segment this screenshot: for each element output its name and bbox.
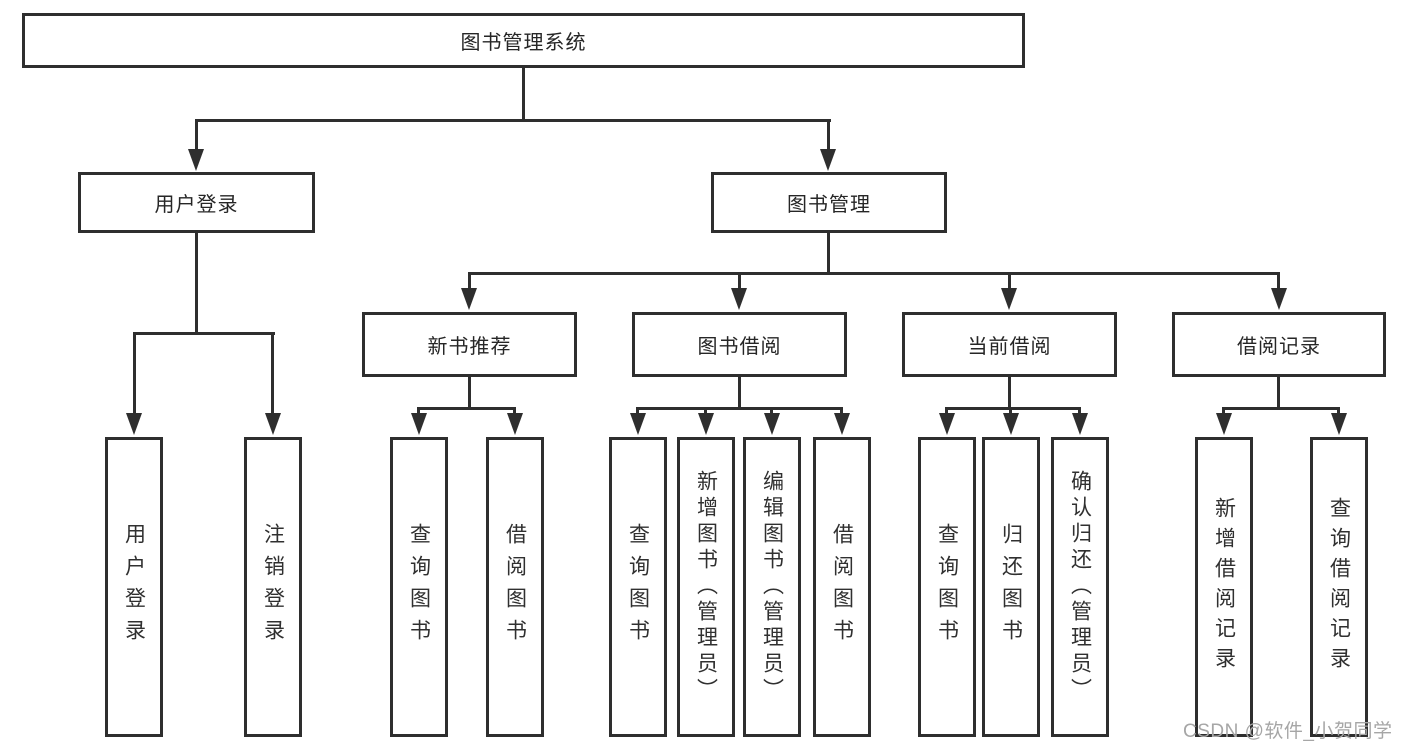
connector-to-book-mgmt (827, 119, 830, 152)
leaf-query-books: 查询图书 (609, 437, 667, 737)
connector-to-leaf (840, 407, 843, 416)
node-label: 新增图书（管理员） (694, 470, 718, 704)
connector-to-leaf (1222, 407, 1225, 416)
node-label: 图书管理 (787, 194, 871, 216)
connector-to-leaf (636, 407, 639, 416)
node-borrow-records: 借阅记录 (1172, 312, 1386, 377)
arrow-down-icon (1072, 413, 1088, 435)
connector-to-leaf (945, 407, 948, 416)
arrow-down-icon (698, 413, 714, 435)
connector-book-mgmt-stem (827, 233, 830, 275)
connector-root-stem (522, 68, 525, 122)
arrow-down-icon (1001, 288, 1017, 310)
arrow-down-icon (461, 288, 477, 310)
connector-borrow-records-stem (1277, 377, 1280, 410)
arrow-down-icon (731, 288, 747, 310)
connector-current-borrow-stem (1008, 377, 1011, 410)
arrow-down-icon (939, 413, 955, 435)
connector-to-leaf (704, 407, 707, 416)
node-label: 借阅记录 (1237, 336, 1321, 358)
node-label: 新增借阅记录 (1212, 497, 1236, 677)
arrow-down-icon (507, 413, 523, 435)
node-label: 图书管理系统 (460, 32, 587, 54)
connector-book-mgmt-distributor (468, 272, 1280, 275)
connector-current-borrow-distributor (945, 407, 1081, 410)
arrow-down-icon (1271, 288, 1287, 310)
node-label: 查询图书 (935, 523, 959, 651)
connector-to-leaf (271, 332, 274, 416)
connector-to-leaf (133, 332, 136, 416)
node-label: 查询图书 (626, 523, 650, 651)
arrow-down-icon (411, 413, 427, 435)
arrow-down-icon (265, 413, 281, 435)
connector-to-leaf (417, 407, 420, 416)
connector-to-leaf (1009, 407, 1012, 416)
node-label: 当前借阅 (967, 336, 1052, 358)
connector-book-borrow-stem (738, 377, 741, 410)
arrow-down-icon (1216, 413, 1232, 435)
leaf-add-borrow-record: 新增借阅记录 (1195, 437, 1253, 737)
connector-to-book-borrow (738, 272, 741, 291)
node-label: 编辑图书（管理员） (760, 470, 784, 704)
arrow-down-icon (1331, 413, 1347, 435)
node-label: 查询借阅记录 (1327, 497, 1351, 677)
connector-to-new-book (468, 272, 471, 291)
node-label: 用户登录 (122, 523, 146, 651)
leaf-query-books: 查询图书 (390, 437, 448, 737)
leaf-query-books: 查询图书 (918, 437, 976, 737)
leaf-user-login: 用户登录 (105, 437, 163, 737)
node-label: 图书借阅 (697, 336, 782, 358)
connector-new-book-stem (468, 377, 471, 410)
connector-to-borrow-records (1277, 272, 1280, 291)
connector-to-leaf (513, 407, 516, 416)
connector-to-user-login (195, 119, 198, 152)
arrow-down-icon (820, 149, 836, 171)
connector-book-borrow-distributor (636, 407, 843, 410)
node-new-book-recommend: 新书推荐 (362, 312, 577, 377)
arrow-down-icon (188, 149, 204, 171)
leaf-edit-book-admin: 编辑图书（管理员） (743, 437, 801, 737)
node-label: 新书推荐 (427, 336, 512, 358)
leaf-borrow-books: 借阅图书 (486, 437, 544, 737)
node-book-management: 图书管理 (711, 172, 947, 233)
connector-to-current-borrow (1008, 272, 1011, 291)
leaf-add-book-admin: 新增图书（管理员） (677, 437, 735, 737)
connector-to-leaf (1337, 407, 1340, 416)
connector-root-distributor (195, 119, 831, 122)
arrow-down-icon (764, 413, 780, 435)
connector-user-login-stem (195, 233, 198, 335)
node-book-borrow: 图书借阅 (632, 312, 847, 377)
connector-user-login-distributor (133, 332, 275, 335)
connector-to-leaf (1078, 407, 1081, 416)
node-label: 注销登录 (261, 523, 285, 651)
node-current-borrow: 当前借阅 (902, 312, 1117, 377)
node-label: 归还图书 (999, 523, 1023, 651)
node-label: 用户登录 (154, 194, 239, 216)
connector-new-book-distributor (417, 407, 516, 410)
node-label: 确认归还（管理员） (1068, 470, 1092, 704)
arrow-down-icon (834, 413, 850, 435)
leaf-confirm-return-admin: 确认归还（管理员） (1051, 437, 1109, 737)
leaf-query-borrow-record: 查询借阅记录 (1310, 437, 1368, 737)
leaf-return-books: 归还图书 (982, 437, 1040, 737)
connector-borrow-records-distributor (1222, 407, 1340, 410)
node-user-login: 用户登录 (78, 172, 315, 233)
node-label: 借阅图书 (830, 523, 854, 651)
arrow-down-icon (1003, 413, 1019, 435)
connector-to-leaf (770, 407, 773, 416)
csdn-watermark: CSDN @软件_小贺同学 (1183, 721, 1393, 742)
leaf-logout: 注销登录 (244, 437, 302, 737)
node-library-system: 图书管理系统 (22, 13, 1025, 68)
node-label: 借阅图书 (503, 523, 527, 651)
arrow-down-icon (630, 413, 646, 435)
leaf-borrow-books: 借阅图书 (813, 437, 871, 737)
arrow-down-icon (126, 413, 142, 435)
node-label: 查询图书 (407, 523, 431, 651)
